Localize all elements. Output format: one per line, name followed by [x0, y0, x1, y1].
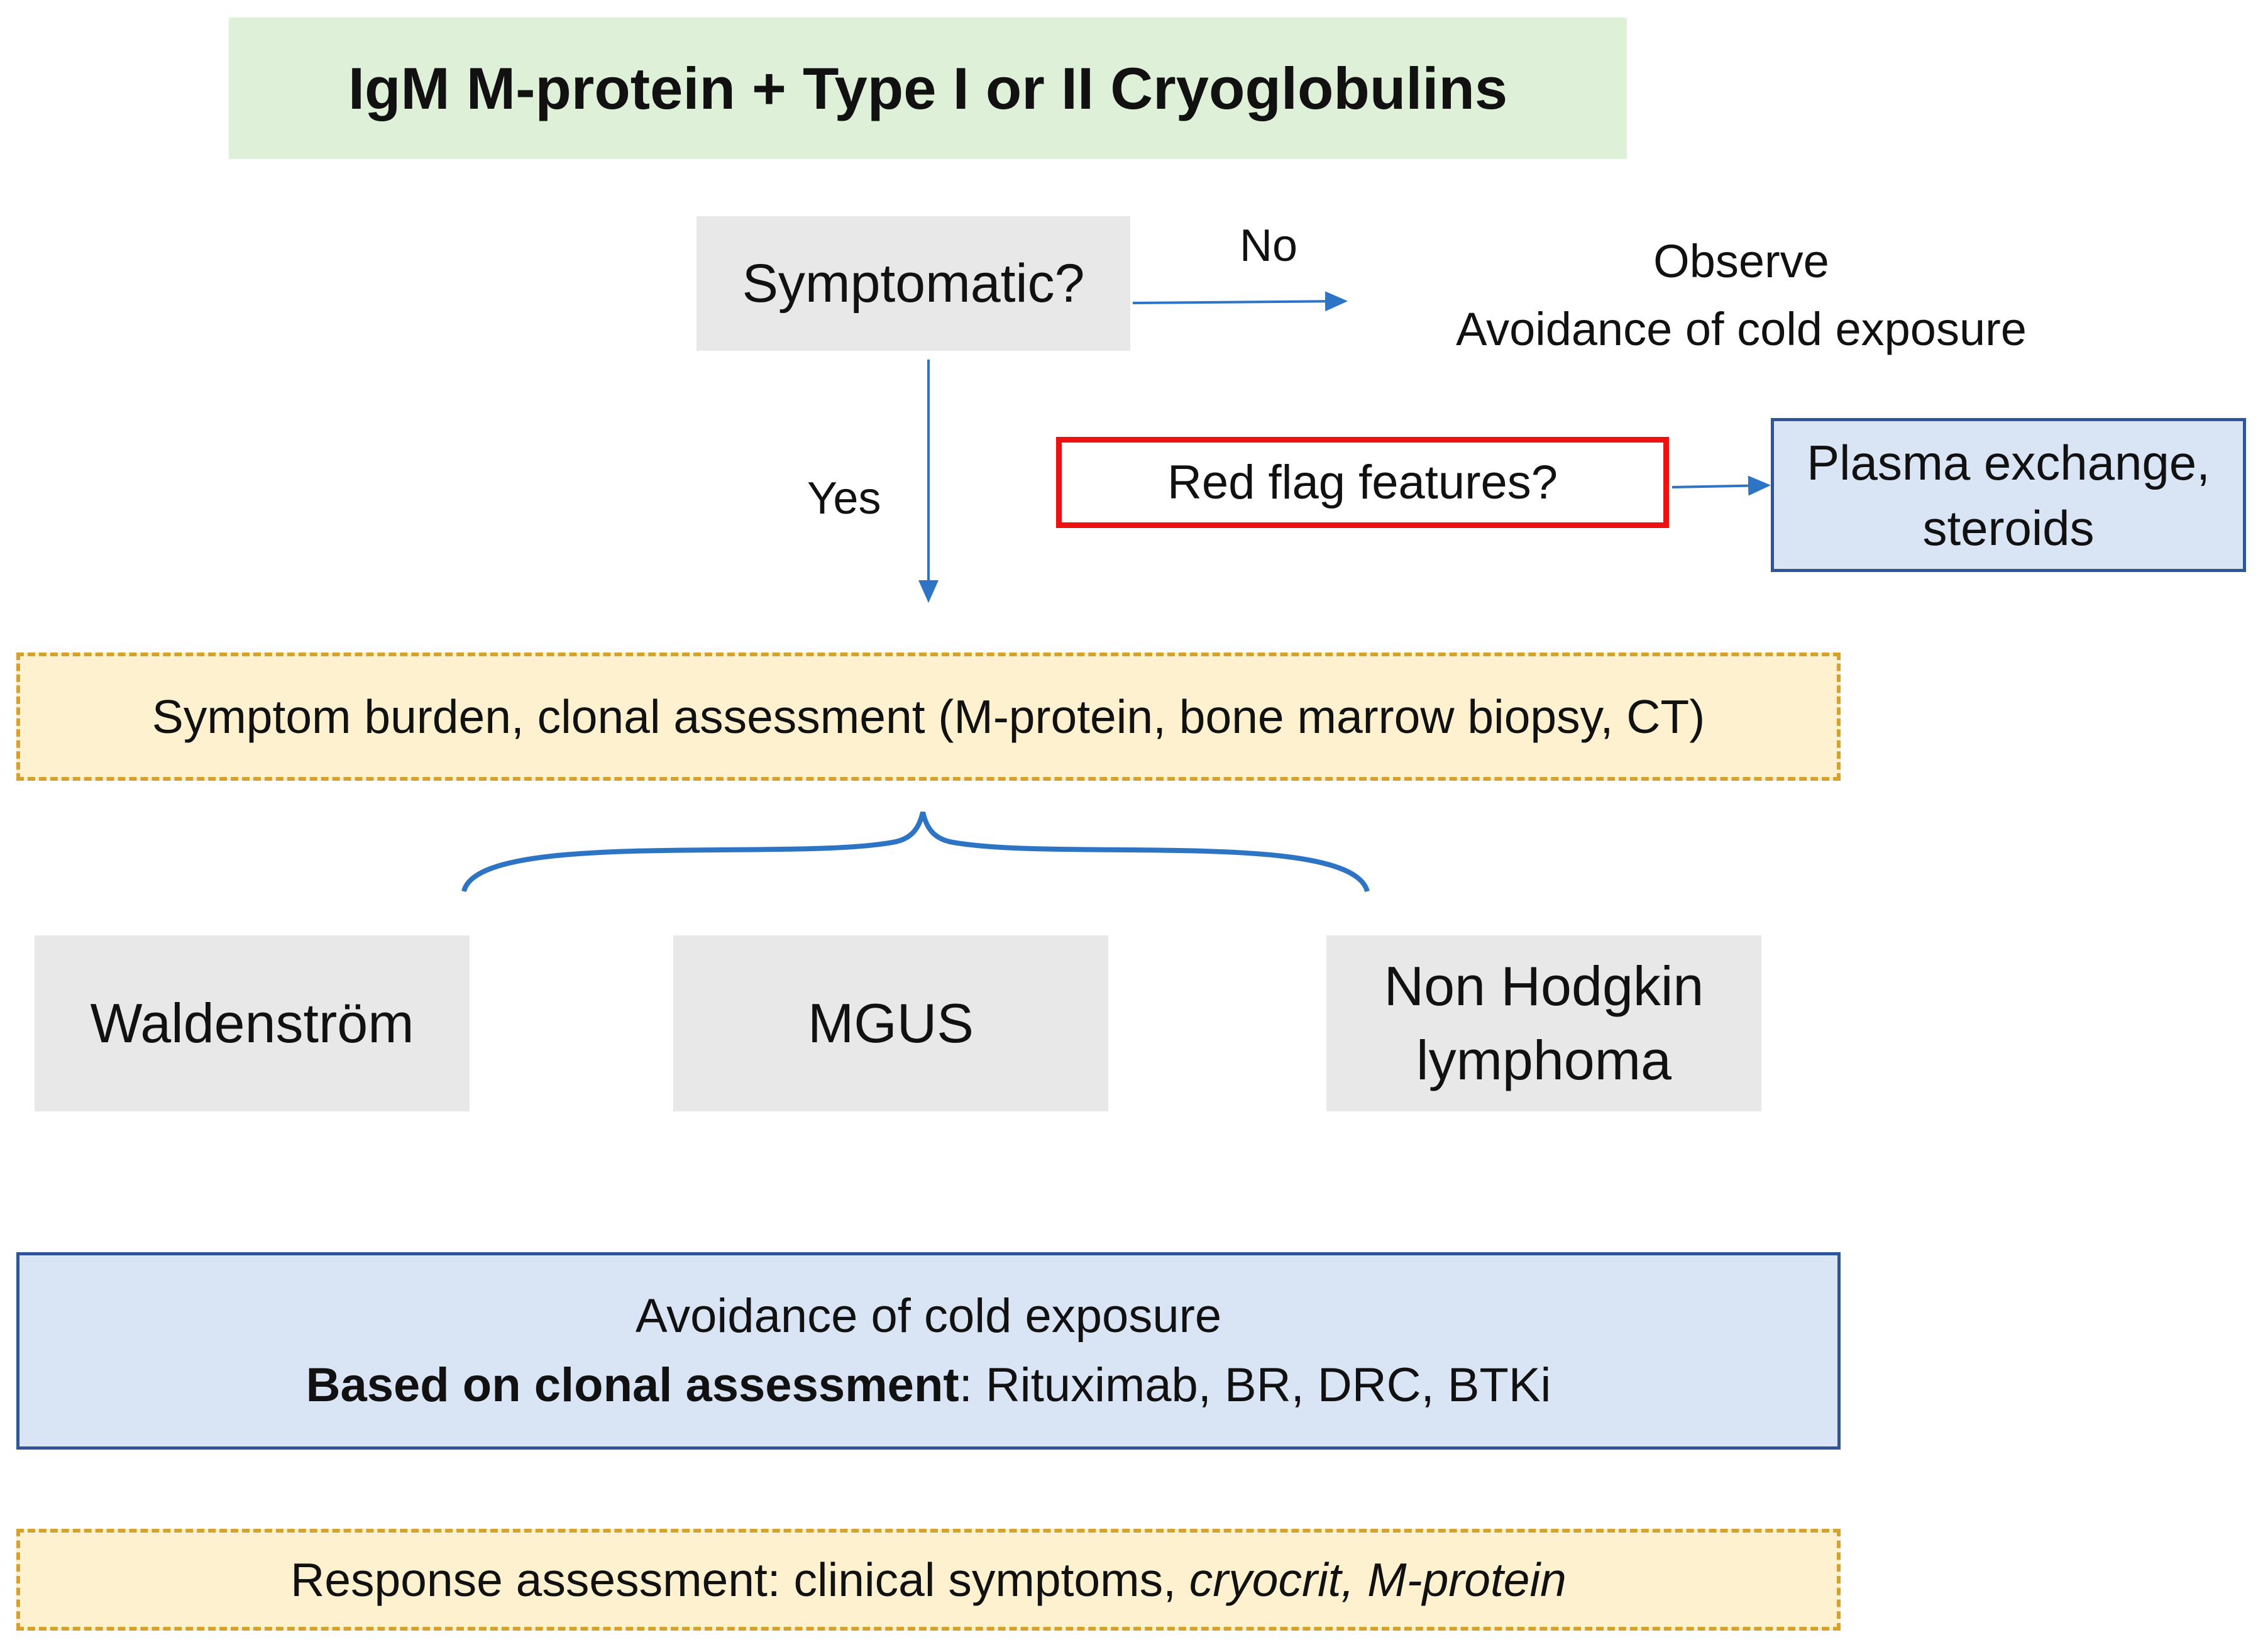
treatment-line-2: Based on clonal assessment: Rituximab, B…: [306, 1351, 1551, 1420]
cold-avoidance-line: Avoidance of cold exposure: [1456, 303, 2027, 355]
title-text: IgM M-protein + Type I or II Cryoglobuli…: [348, 55, 1508, 121]
category-mgus: MGUS: [673, 935, 1108, 1111]
red-flag-text: Red flag features?: [1167, 456, 1558, 509]
red-flag-box: Red flag features?: [1056, 437, 1669, 528]
yes-label: Yes: [807, 473, 881, 524]
symptomatic-question-box: Symptomatic?: [697, 216, 1130, 351]
assessment-box: Symptom burden, clonal assessment (M-pro…: [16, 653, 1841, 781]
response-prefix: Response assessment: clinical symptoms,: [290, 1553, 1189, 1606]
category-label-line-1: Non Hodgkin: [1384, 955, 1704, 1017]
plasma-exchange-box: Plasma exchange, steroids: [1771, 418, 2246, 572]
title-box: IgM M-protein + Type I or II Cryoglobuli…: [229, 18, 1627, 159]
arrow-red-flag: [1671, 475, 1771, 496]
response-assessment-box: Response assessment: clinical symptoms, …: [16, 1529, 1841, 1631]
observe-line: Observe: [1653, 235, 1829, 287]
no-outcome-text: Observe Avoidance of cold exposure: [1383, 228, 2100, 363]
response-italic: cryocrit, M-protein: [1189, 1553, 1567, 1606]
question-text: Symptomatic?: [742, 253, 1085, 314]
plasma-line-2: steroids: [1922, 500, 2095, 556]
treatment-box: Avoidance of cold exposure Based on clon…: [16, 1252, 1841, 1450]
treatment-bold-prefix: Based on clonal assessment: [306, 1358, 959, 1412]
treatment-line-1: Avoidance of cold exposure: [635, 1289, 1222, 1343]
category-label: MGUS: [808, 992, 974, 1054]
category-label-line-2: lymphoma: [1416, 1029, 1671, 1091]
assessment-text: Symptom burden, clonal assessment (M-pro…: [151, 690, 1705, 743]
plasma-line-1: Plasma exchange,: [1807, 434, 2210, 490]
category-non-hodgkin-lymphoma: Non Hodgkin lymphoma: [1326, 935, 1761, 1111]
arrow-no: [1132, 291, 1348, 312]
no-label: No: [1240, 221, 1298, 271]
treatment-options: : Rituximab, BR, DRC, BTKi: [959, 1358, 1551, 1412]
category-waldenstrom: Waldenström: [35, 935, 470, 1111]
category-label: Waldenström: [90, 992, 414, 1054]
category-brace: [461, 812, 1370, 893]
